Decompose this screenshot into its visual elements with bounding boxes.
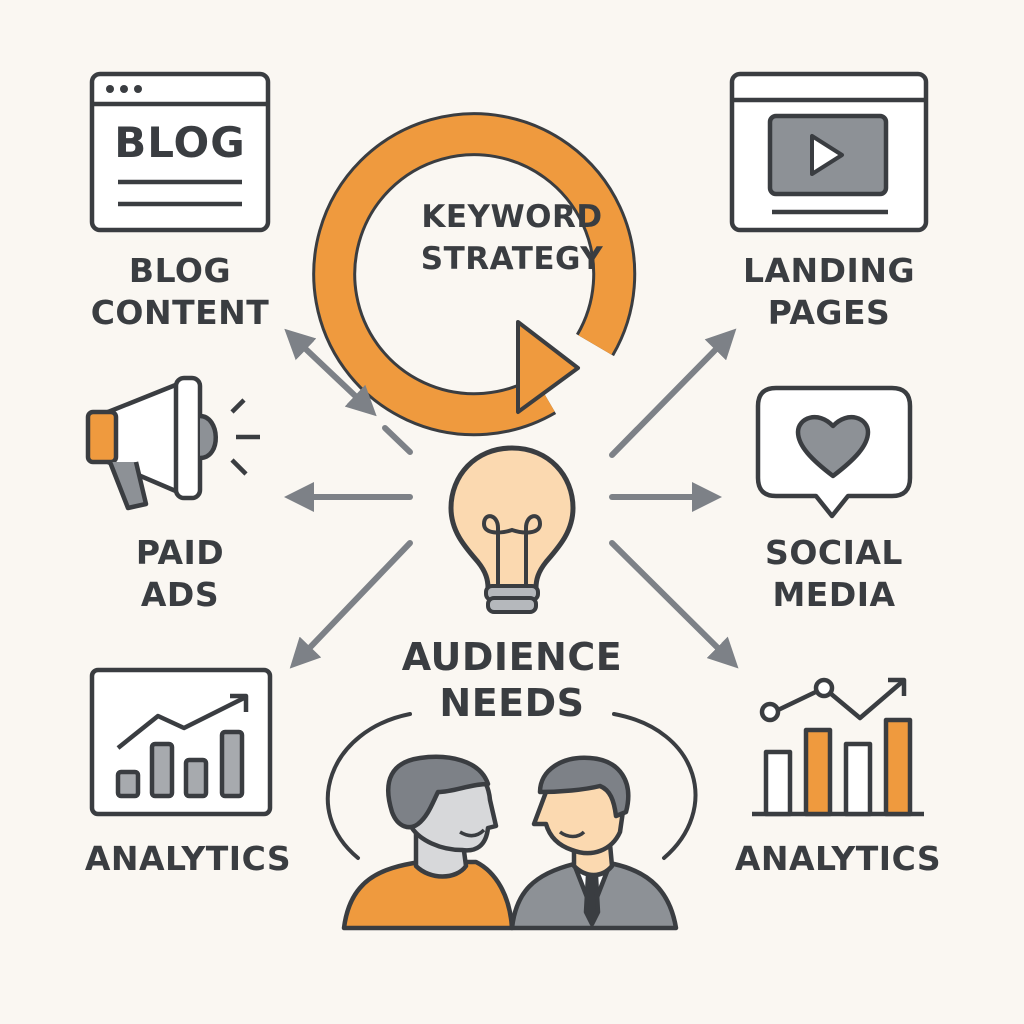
video-page-icon (729, 71, 929, 233)
person-left-avatar (341, 754, 515, 931)
connector-arrows (284, 328, 739, 669)
analytics-left-label: ANALYTICS (84, 839, 292, 878)
social-media-label: SOCIAL MEDIA (744, 532, 924, 616)
landing-pages-line-1: LANDING (742, 251, 916, 290)
arrow-blog (284, 328, 377, 417)
paid-ads-line-2: ADS (140, 575, 220, 614)
social-media-line-2: MEDIA (772, 575, 896, 614)
keyword-strategy-label: KEYWORD STRATEGY (384, 196, 640, 280)
blog-window-icon (89, 71, 271, 233)
audience-needs-label: AUDIENCE NEEDS (372, 634, 652, 726)
landing-pages-line-2: PAGES (767, 293, 891, 332)
audience-needs-line-1: AUDIENCE (401, 635, 623, 679)
bar-line-chart-icon (752, 677, 924, 817)
audience-arcs (325, 712, 698, 860)
bar-chart-icon (89, 667, 273, 817)
audience-needs-line-2: NEEDS (439, 681, 585, 725)
blog-icon-text: BLOG (114, 118, 246, 167)
arrow-analytics-left (289, 540, 413, 669)
landing-pages-label: LANDING PAGES (724, 250, 934, 334)
person-right-avatar (509, 755, 679, 931)
megaphone-icon (85, 375, 260, 511)
heart-chat-icon (755, 385, 913, 519)
arrow-analytics-right (609, 540, 739, 669)
keyword-cycle-icon (312, 112, 637, 437)
analytics-right-label: ANALYTICS (734, 839, 942, 878)
blog-content-line-1: BLOG (128, 251, 232, 290)
keyword-strategy-line-1: KEYWORD (421, 199, 603, 235)
arrow-landing (609, 328, 737, 458)
social-media-line-1: SOCIAL (765, 533, 903, 572)
arrow-blog-dash (382, 425, 413, 455)
paid-ads-line-1: PAID (135, 533, 225, 572)
keyword-strategy-line-2: STRATEGY (420, 241, 604, 277)
blog-content-line-2: CONTENT (90, 293, 270, 332)
blog-content-label: BLOG CONTENT (80, 250, 280, 334)
paid-ads-label: PAID ADS (100, 532, 260, 616)
lightbulb-icon (448, 445, 576, 614)
